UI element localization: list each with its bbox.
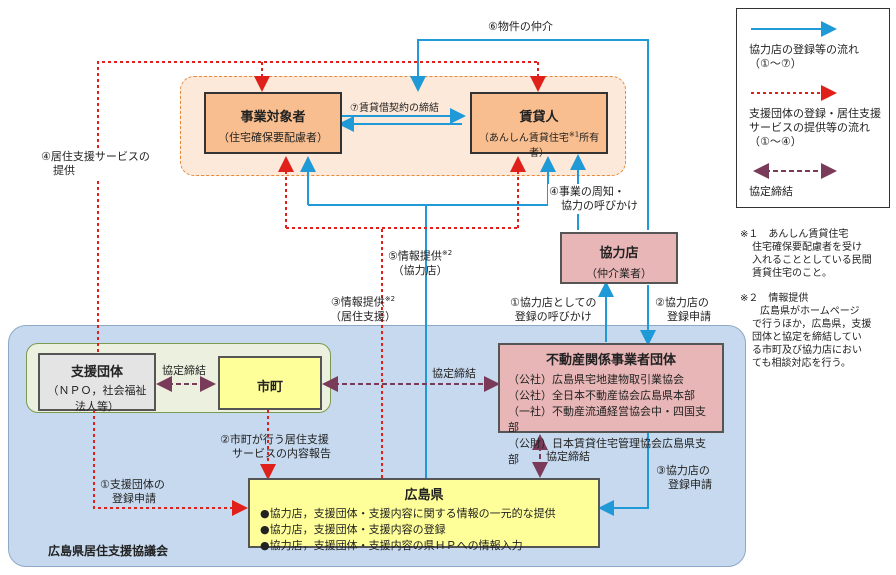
node-kyoryokuten-sub: （仲介業者）: [586, 267, 652, 280]
node-fudosan-line: （公社）広島県宅地建物取引業協会: [508, 373, 684, 386]
label-support-service: ④居住支援サービスの 提供: [40, 149, 151, 179]
node-hiroshima-line: ●協力店，支援団体・支援内容の登録: [260, 523, 446, 536]
label-register-apply: ②協力店の 登録申請: [655, 296, 711, 323]
label-agreement-3: 協定締結: [546, 450, 590, 463]
node-fudosan: 不動産関係事業者団体 （公社）広島県宅地建物取引業協会 （公社）全日本不動産協会…: [498, 343, 724, 466]
legend-item-red: 支援団体の登録・居住支援 サービスの提供等の流れ （①～④）: [749, 107, 881, 148]
label-mediation: ⑥物件の仲介: [488, 20, 553, 33]
node-shien-sub1: （ＮＰＯ，社会福祉: [47, 384, 147, 397]
label-info-support: ③情報提供※2 （居住支援）: [330, 295, 396, 323]
node-fudosan-line: （公社）全日本不動産協会広島県本部: [508, 389, 695, 402]
node-kyoryokuten-title: 協力店: [599, 246, 639, 261]
node-hiroshima-title: 広島県: [404, 488, 444, 503]
node-hiroshima-line: ●協力店，支援団体・支援内容に関する情報の一元的な提供: [260, 507, 556, 520]
label-info-kyoryokuten: ⑤情報提供※2 （協力店）: [388, 249, 453, 277]
node-chintai-sub: （あんしん賃貸住宅※1所有者）: [478, 130, 600, 159]
node-chintainin: 賃貸人 （あんしん賃貸住宅※1所有者）: [470, 92, 608, 159]
agreement-flows: [156, 376, 548, 478]
node-kyoryokuten: 協力店 （仲介業者）: [560, 232, 678, 284]
legend-swatches: [751, 21, 837, 179]
node-fudosan-line: （公財）日本賃貸住宅管理協会広島県支部: [508, 437, 706, 466]
footnote-1: ※１ あんしん賃貸住宅 住宅確保要配慮者を受け 入れることとしている民間 賃貸住…: [740, 229, 872, 279]
legend-item-blue: 協力店の登録等の流れ （①～⑦）: [749, 43, 859, 70]
node-shien-title: 支援団体: [70, 365, 123, 380]
council-label: 広島県居住支援協議会: [48, 544, 169, 558]
node-fudosan-line: （一社）不動産流通経営協会中・四国支部: [508, 405, 706, 434]
label-contract: ⑦賃貸借契約の締結: [350, 103, 439, 114]
label-register-call: ①協力店としての 登録の呼びかけ: [510, 296, 597, 323]
label-support-register: ①支援団体の 登録申請: [100, 478, 165, 505]
legend-box: 協力店の登録等の流れ （①～⑦） 支援団体の登録・居住支援 サービスの提供等の流…: [736, 8, 890, 208]
label-agreement-2: 協定締結: [432, 367, 476, 380]
node-hiroshima-ken: 広島県 ●協力店，支援団体・支援内容に関する情報の一元的な提供 ●協力店，支援団…: [248, 478, 600, 552]
label-notify-cooperate: ④事業の周知・ 協力の呼びかけ: [548, 184, 639, 214]
node-shicho-title: 市町: [256, 380, 283, 395]
node-jigyo-title: 事業対象者: [240, 110, 306, 125]
node-chintai-title: 賃貸人: [519, 110, 559, 125]
footnote-2: ※２ 情報提供 広島県がホームページ で行うほか，広島県，支援 団体と協定を締結…: [740, 293, 872, 369]
node-shien-sub2: 法人等）: [75, 400, 119, 413]
label-shicho-report: ②市町が行う居住支援 サービスの内容報告: [220, 433, 331, 460]
node-fudosan-title: 不動産関係事業者団体: [545, 353, 676, 368]
node-shien-dantai: 支援団体 （ＮＰＯ，社会福祉 法人等）: [38, 353, 156, 413]
node-hiroshima-line: ●協力店，支援団体・支援内容の県ＨＰへの情報入力: [260, 539, 523, 552]
legend-item-agreement: 協定締結: [749, 185, 793, 198]
label-kyoryokuten-register: ③協力店の 登録申請: [656, 464, 712, 491]
label-agreement-1: 協定締結: [162, 364, 206, 377]
node-jigyo-sub: （住宅確保要配慮者）: [218, 131, 328, 144]
red-flows: [93, 61, 546, 516]
node-jigyo-taishosha: 事業対象者 （住宅確保要配慮者）: [204, 92, 342, 154]
node-shicho: 市町: [218, 356, 322, 410]
